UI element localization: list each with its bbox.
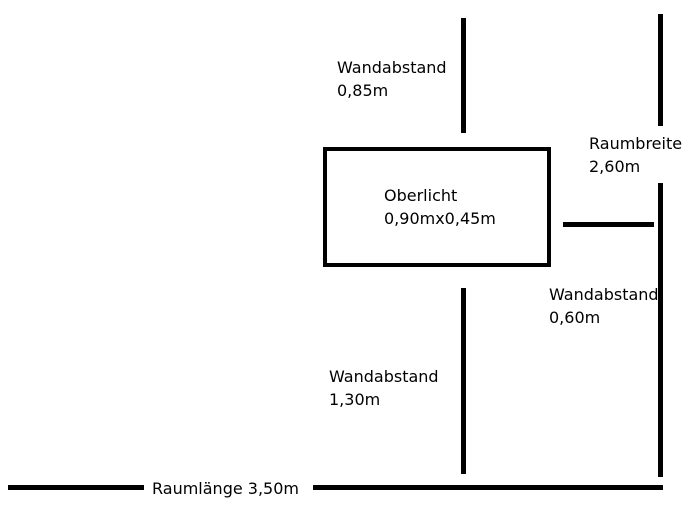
top-wall-distance-line [461,18,466,133]
skylight-size: 0,90mx0,45m [384,209,496,228]
skylight-rectangle [323,147,551,267]
right-wall-distance-value: 0,60m [549,308,601,327]
room-width-title: Raumbreite [589,134,683,153]
skylight-label: Oberlicht 0,90mx0,45m [384,184,496,230]
room-width-line-lower [658,183,663,477]
right-wall-distance-line [563,222,654,227]
room-width-line-upper [658,14,663,126]
bottom-wall-distance-title: Wandabstand [329,367,439,386]
room-length-text: Raumlänge 3,50m [152,479,299,498]
top-wall-distance-value: 0,85m [337,81,389,100]
room-width-value: 2,60m [589,157,641,176]
bottom-wall-distance-label: Wandabstand 1,30m [329,365,439,411]
right-wall-distance-label: Wandabstand 0,60m [549,283,659,329]
right-wall-distance-title: Wandabstand [549,285,659,304]
top-wall-distance-label: Wandabstand 0,85m [337,56,447,102]
skylight-title: Oberlicht [384,186,458,205]
bottom-wall-distance-value: 1,30m [329,390,381,409]
top-wall-distance-title: Wandabstand [337,58,447,77]
room-width-label: Raumbreite 2,60m [589,132,682,178]
room-length-line-right [313,485,663,490]
room-length-label: Raumlänge 3,50m [152,477,299,500]
room-length-line-left [8,485,144,490]
bottom-wall-distance-line [461,288,466,474]
